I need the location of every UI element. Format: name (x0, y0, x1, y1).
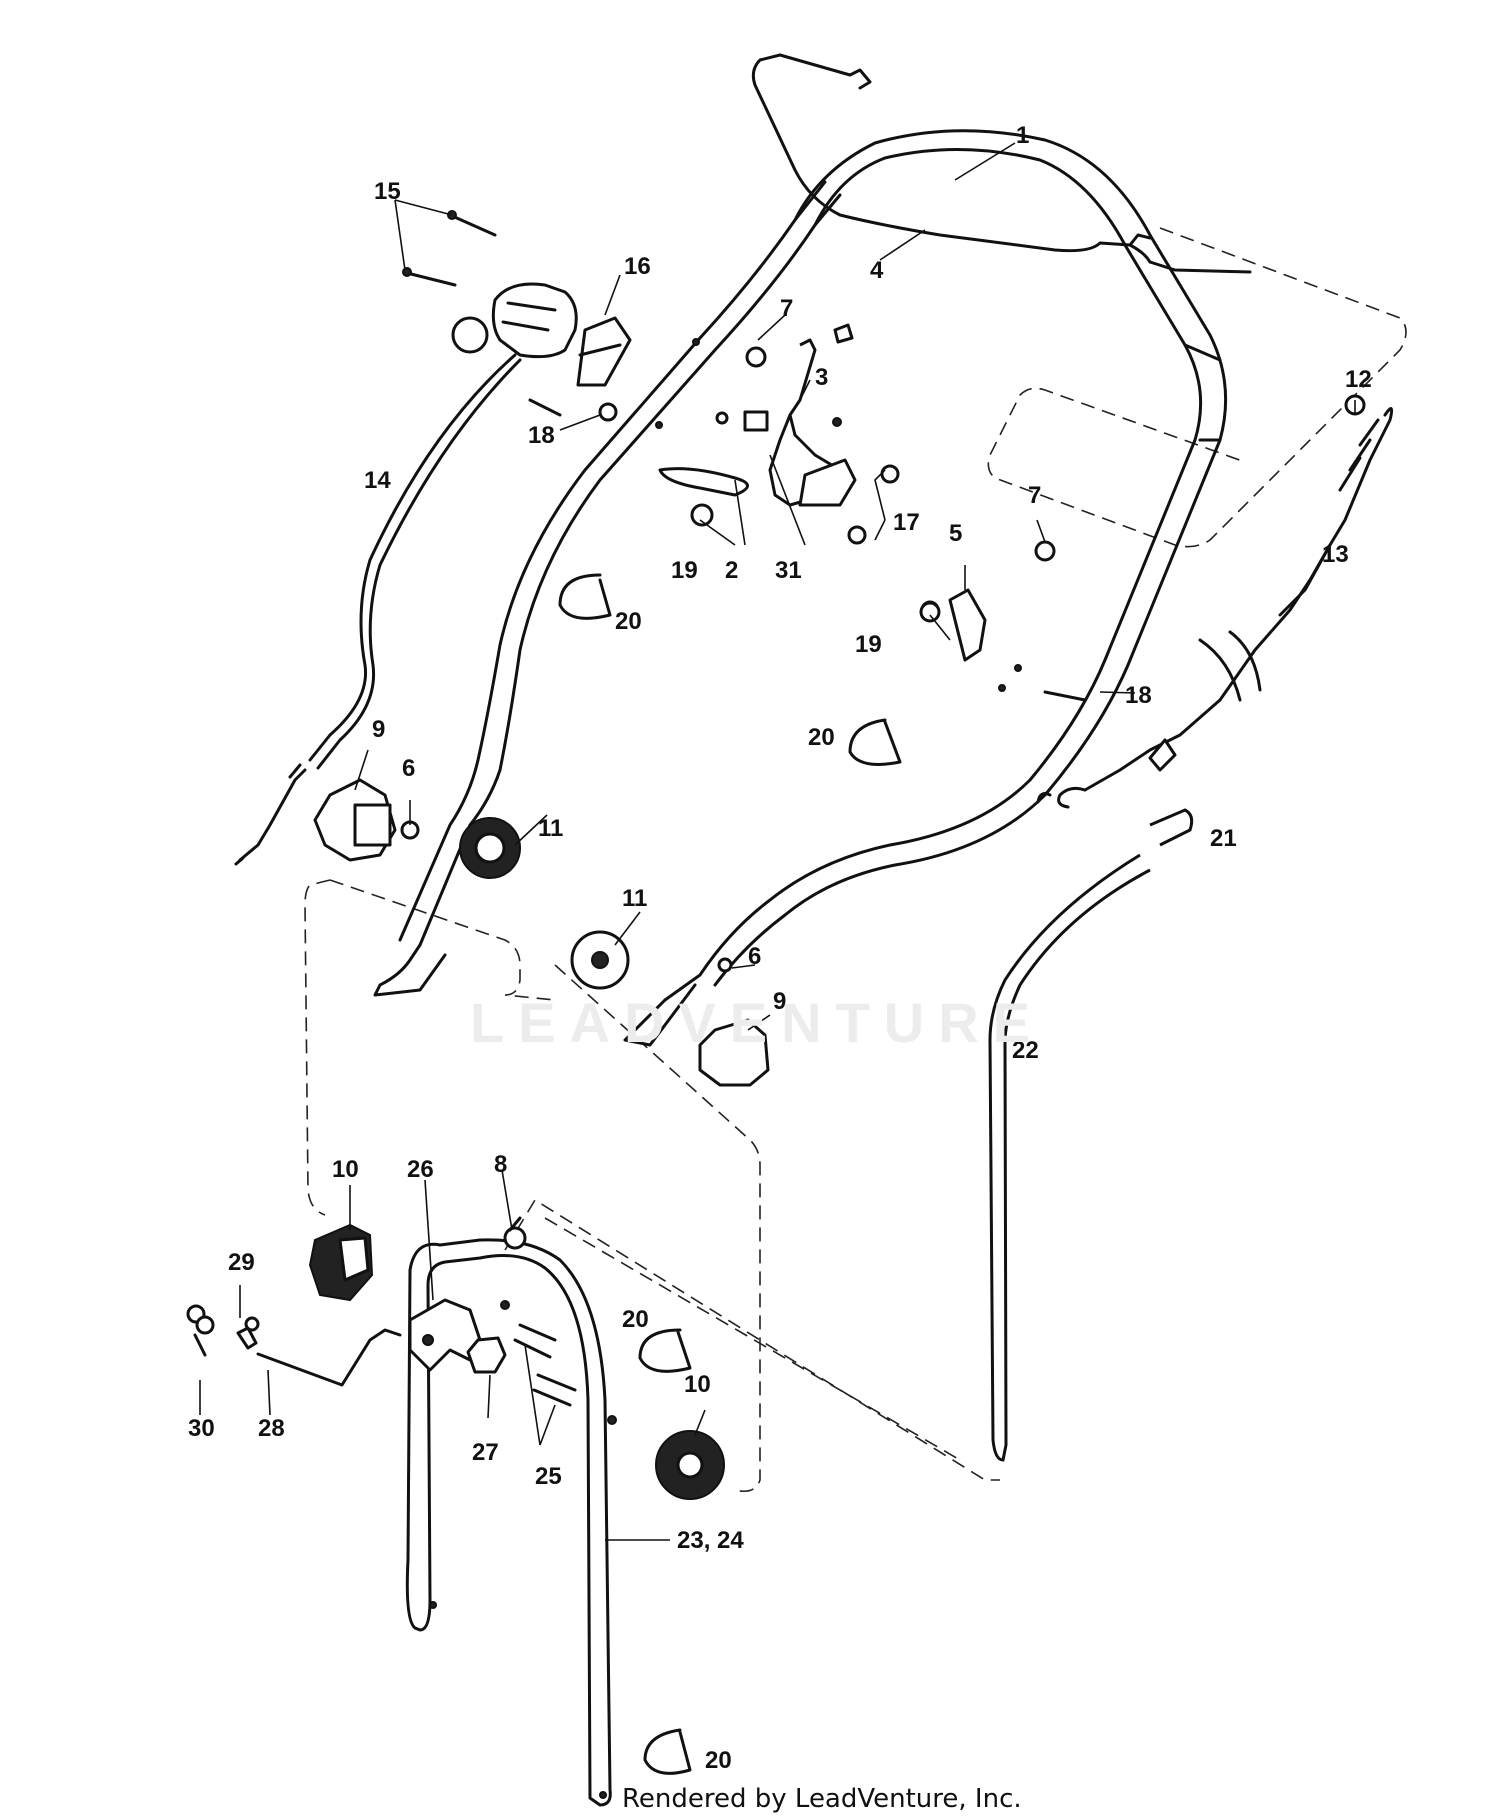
upper-handle (373, 129, 1228, 1047)
callout-20a: 20 (615, 608, 642, 635)
callout-7a: 7 (780, 295, 793, 322)
callout-20b: 20 (808, 724, 835, 751)
callout-13: 13 (1322, 541, 1349, 568)
callout-22: 22 (1012, 1037, 1039, 1064)
callout-1: 1 (1016, 122, 1029, 149)
throttle-cable (234, 353, 522, 866)
phantom-outlines (304, 227, 1407, 1493)
callout-7b: 7 (1028, 482, 1041, 509)
callout-20c: 20 (622, 1306, 649, 1333)
hardware (400, 346, 1087, 973)
control-bracket (658, 323, 857, 507)
callout-9b: 9 (773, 988, 786, 1015)
callout-2: 2 (725, 557, 738, 584)
callout-18a: 18 (528, 422, 555, 449)
callout-5: 5 (949, 520, 962, 547)
callout-10b: 10 (684, 1371, 711, 1398)
callout-31: 31 (775, 557, 802, 584)
small-hardware (186, 1216, 577, 1407)
throttle-control (402, 210, 632, 387)
callout-23-24: 23, 24 (677, 1527, 744, 1554)
callout-25: 25 (535, 1463, 562, 1490)
callout-11a: 11 (538, 815, 563, 842)
callout-labels: 1 4 15 16 7 3 12 18 14 7 17 5 13 19 2 31… (188, 122, 1372, 1774)
callout-12: 12 (1345, 366, 1372, 393)
cable-bracket (920, 588, 987, 662)
callout-14: 14 (364, 467, 391, 494)
callout-10a: 10 (332, 1156, 359, 1183)
callout-26: 26 (407, 1156, 434, 1183)
leader-lines (199, 142, 1356, 1541)
callout-15: 15 (374, 178, 401, 205)
watermark: LEADVENTURE (470, 991, 1045, 1054)
control-bail (751, 53, 1252, 274)
callout-20d: 20 (705, 1747, 732, 1774)
callout-6b: 6 (748, 943, 761, 970)
knobs (313, 778, 770, 1087)
drive-cable (1036, 394, 1394, 809)
callout-4: 4 (870, 257, 884, 284)
lower-handle (405, 1238, 617, 1807)
callout-8: 8 (494, 1151, 507, 1178)
callout-6a: 6 (402, 755, 415, 782)
callout-18b: 18 (1125, 682, 1152, 709)
serrated-bosses (308, 1223, 725, 1500)
rod-and-tube (988, 808, 1194, 1462)
callout-19b: 19 (855, 631, 882, 658)
callout-30: 30 (188, 1415, 215, 1442)
callout-3: 3 (815, 364, 828, 391)
callout-17: 17 (893, 509, 920, 536)
callout-9a: 9 (372, 716, 385, 743)
callout-21: 21 (1210, 825, 1237, 852)
callout-28: 28 (258, 1415, 285, 1442)
callout-16: 16 (624, 253, 651, 280)
callout-29: 29 (228, 1249, 255, 1276)
footer-credit: Rendered by LeadVenture, Inc. (622, 1784, 1022, 1814)
callout-19a: 19 (671, 557, 698, 584)
callout-11b: 11 (622, 885, 647, 912)
callout-27: 27 (472, 1439, 499, 1466)
hairpin-clips (558, 573, 902, 1775)
